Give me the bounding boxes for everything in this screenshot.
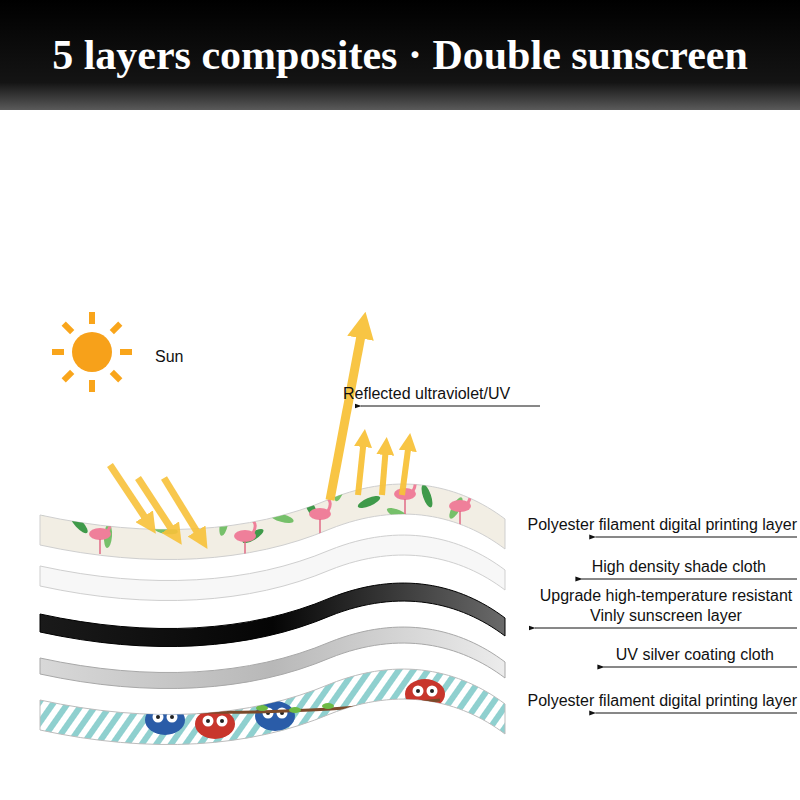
title-bar-text: 5 layers composites · Double sunscreen bbox=[0, 0, 800, 110]
sun-disc bbox=[72, 332, 112, 372]
leader-arrow bbox=[596, 713, 797, 714]
title-bar bbox=[0, 0, 800, 110]
fabric-layers bbox=[38, 477, 505, 744]
sun-ray bbox=[64, 324, 72, 332]
sun-ray bbox=[120, 349, 132, 355]
layer-label: Polyester filament digital printing laye… bbox=[528, 691, 797, 711]
sun-ray bbox=[112, 372, 120, 380]
leader-arrow bbox=[582, 579, 797, 580]
flamingo-print-layer bbox=[40, 484, 505, 559]
title: 5 layers composites · Double sunscreen bbox=[52, 31, 748, 79]
layer-label: Upgrade high-temperature resistant Vinly… bbox=[535, 586, 797, 626]
sun-label: Sun bbox=[155, 347, 183, 367]
layer-label: Polyester filament digital printing laye… bbox=[528, 515, 797, 535]
uv-arrows bbox=[110, 325, 409, 540]
sun-ray bbox=[89, 312, 95, 324]
sun-ray bbox=[64, 372, 72, 380]
leader-arrow bbox=[535, 628, 797, 629]
layer-label: High density shade cloth bbox=[592, 557, 766, 577]
leader-arrow bbox=[604, 667, 797, 668]
sun-icon bbox=[52, 312, 132, 392]
uv-label: Reflected ultraviolet/UV bbox=[343, 384, 510, 404]
leader-arrow bbox=[596, 537, 797, 538]
leader-arrow bbox=[361, 406, 540, 407]
sun-ray bbox=[112, 324, 120, 332]
sun-ray bbox=[52, 349, 64, 355]
layer-label: UV silver coating cloth bbox=[616, 645, 774, 665]
sun-ray bbox=[89, 380, 95, 392]
